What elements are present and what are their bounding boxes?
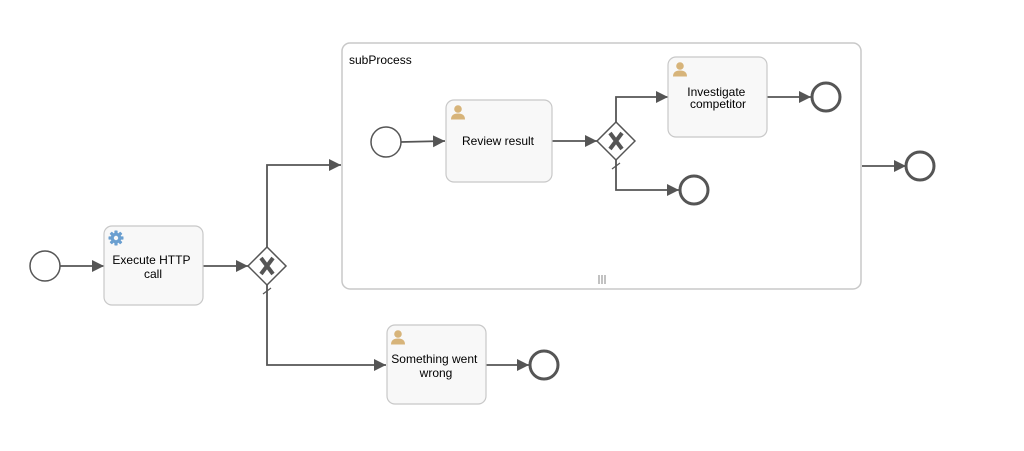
- user-icon: [451, 105, 465, 120]
- task-label: Something went wrong: [391, 352, 480, 380]
- task-label: Investigate competitor: [687, 85, 748, 111]
- task-label-line: call: [144, 267, 162, 281]
- task-something-went-wrong[interactable]: Something went wrong: [386, 324, 487, 405]
- subprocess-label: subProcess: [349, 53, 412, 67]
- subprocess[interactable]: subProcess: [341, 42, 862, 290]
- task-execute-http-call[interactable]: Execute HTTP call: [103, 225, 204, 306]
- task-label: Review result: [462, 134, 535, 148]
- default-flow-markers: [262, 162, 621, 295]
- flow-gateway-to-something-wrong[interactable]: [266, 285, 386, 371]
- task-label-line: competitor: [690, 97, 746, 111]
- end-event-investigate[interactable]: [810, 81, 842, 113]
- user-icon: [673, 62, 687, 77]
- end-event-something-wrong[interactable]: [528, 349, 560, 381]
- task-label-line: Execute HTTP: [112, 253, 190, 267]
- exclusive-gateway-main[interactable]: [246, 245, 288, 287]
- sequence-flows: [60, 91, 906, 371]
- gateway-x-icon: [259, 256, 275, 276]
- user-icon: [391, 330, 405, 345]
- start-event[interactable]: [29, 250, 61, 282]
- task-label-line: wrong: [419, 366, 453, 380]
- subprocess-collapse-marker[interactable]: [598, 275, 606, 284]
- flow-gateway-to-subprocess[interactable]: [266, 159, 341, 247]
- task-label: Execute HTTP call: [112, 253, 193, 281]
- task-label-line: Something went: [391, 352, 478, 366]
- end-event-main[interactable]: [904, 150, 936, 182]
- flow-sub-gateway-to-sub-end[interactable]: [615, 160, 679, 196]
- flow-sub-gateway-to-investigate[interactable]: [615, 91, 668, 122]
- flow-sub-start-to-review[interactable]: [400, 135, 446, 148]
- task-label-line: Review result: [462, 134, 535, 148]
- end-event-subprocess-default[interactable]: [678, 174, 710, 206]
- gateway-x-icon: [608, 131, 624, 151]
- task-investigate-competitor[interactable]: Investigate competitor: [667, 56, 768, 138]
- subprocess-start-event[interactable]: [370, 126, 402, 158]
- task-label-line: Investigate: [687, 85, 745, 99]
- task-review-result[interactable]: Review result: [445, 99, 553, 183]
- gear-icon: [108, 230, 124, 246]
- exclusive-gateway-subprocess[interactable]: [595, 120, 637, 162]
